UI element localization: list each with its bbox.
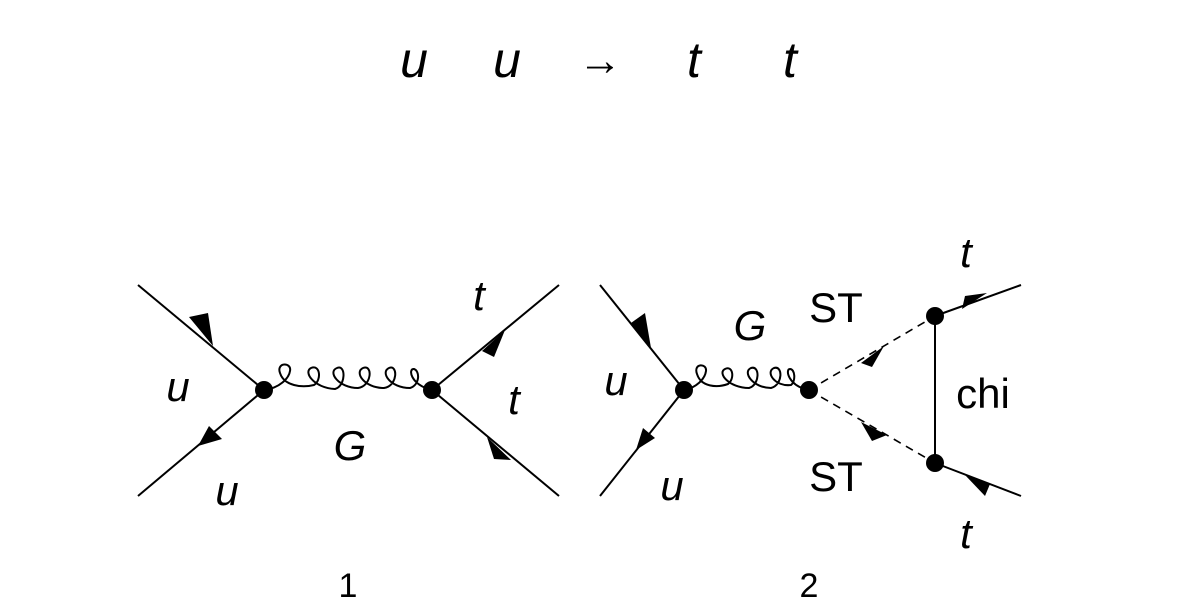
fermion-line-out-upper: [431, 284, 560, 391]
vertex: [800, 381, 818, 399]
vertex: [423, 381, 441, 399]
fermion-line-out-lower: [431, 389, 560, 497]
label-in-upper: u: [166, 363, 189, 410]
fermion-arrow: [636, 428, 655, 450]
label-in-lower: u: [660, 462, 683, 509]
fermion-arrow: [962, 293, 987, 309]
process-arrow: →: [578, 36, 622, 85]
fermion-line-in-upper: [137, 284, 265, 391]
fermion-arrow: [631, 313, 651, 348]
process-in-particle-1: u: [400, 32, 428, 88]
fermion-arrow: [487, 437, 511, 460]
label-in-lower: u: [215, 467, 238, 514]
vertex: [675, 381, 693, 399]
label-scalar-upper: ST: [809, 284, 863, 331]
diagram-1: u u G t t 1: [137, 272, 560, 600]
fermion-arrow: [198, 426, 222, 446]
process-out-particle-1: t: [687, 32, 703, 88]
gluon-propagator: [263, 363, 433, 391]
scalar-line-upper: [808, 315, 936, 391]
vertex: [926, 454, 944, 472]
fermion-arrow: [965, 475, 990, 496]
label-scalar-lower: ST: [809, 453, 863, 500]
fermion-line-in-upper: [599, 284, 685, 391]
process-out-particle-2: t: [783, 32, 799, 88]
diagram-number: 2: [800, 567, 819, 600]
process-title: u u → t t: [400, 32, 799, 88]
label-propagator: G: [334, 422, 367, 469]
fermion-arrow: [482, 330, 505, 357]
gluon-propagator: [683, 364, 810, 391]
label-out-lower: t: [508, 376, 522, 423]
label-out-lower: t: [960, 510, 974, 557]
scalar-arrow: [861, 422, 887, 441]
vertex: [926, 307, 944, 325]
label-loop: chi: [956, 370, 1010, 417]
fermion-line-out-upper: [934, 284, 1022, 317]
fermion-line-out-lower: [934, 462, 1022, 497]
label-in-upper: u: [604, 357, 627, 404]
label-gluon: G: [734, 302, 767, 349]
diagram-number: 1: [339, 567, 358, 600]
diagram-2: u u G ST ST chi t t 2: [599, 229, 1022, 600]
scalar-line-lower: [808, 389, 936, 464]
fermion-arrow: [189, 313, 213, 346]
label-out-upper: t: [960, 229, 974, 276]
label-out-upper: t: [473, 272, 487, 319]
process-in-particle-2: u: [493, 32, 521, 88]
vertex: [255, 381, 273, 399]
scalar-arrow: [861, 346, 884, 367]
